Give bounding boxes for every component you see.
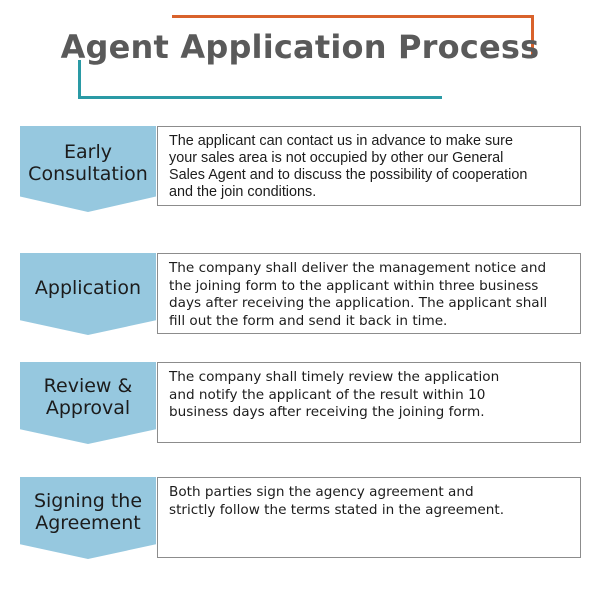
step-tag-label: Signing the Agreement — [33, 490, 143, 534]
step-description: The company shall deliver the management… — [169, 260, 548, 329]
title-header: Agent Application Process — [0, 0, 600, 110]
step-tag: Review & Approval — [20, 362, 156, 444]
page-title: Agent Application Process — [60, 28, 540, 66]
step-tag: Application — [20, 253, 156, 335]
title-frame-orange-top — [172, 15, 534, 18]
step-description: The company shall timely review the appl… — [169, 369, 500, 421]
step-description: The applicant can contact us in advance … — [169, 133, 528, 200]
step-description-box: The company shall deliver the management… — [157, 253, 581, 334]
title-frame-teal-bottom — [78, 96, 442, 99]
step-tag: Signing the Agreement — [20, 477, 156, 559]
step-description: Both parties sign the agency agreement a… — [169, 484, 505, 518]
step-description-box: Both parties sign the agency agreement a… — [157, 477, 581, 558]
step-description-box: The applicant can contact us in advance … — [157, 126, 581, 206]
step-tag-label: Application — [34, 277, 142, 299]
step-tag: Early Consultation — [20, 126, 156, 212]
step-tag-label: Early Consultation — [28, 141, 148, 185]
step-description-box: The company shall timely review the appl… — [157, 362, 581, 443]
title-frame-teal-side — [78, 60, 81, 99]
title-frame-orange-side — [531, 15, 534, 55]
step-tag-label: Review & Approval — [43, 375, 133, 419]
